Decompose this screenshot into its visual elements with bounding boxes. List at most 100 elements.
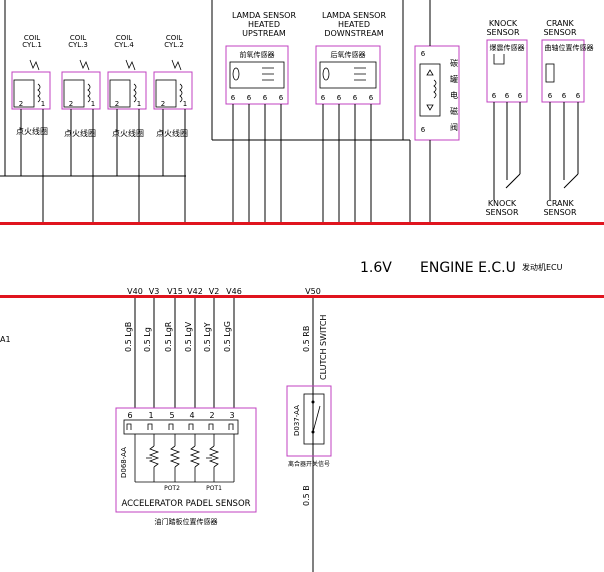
spark-icon <box>171 59 182 71</box>
coil-frame <box>61 71 101 110</box>
lambda-sensor-downstream: LAMDA SENSOR HEATED DOWNSTREAM 后氧传感器 6 6… <box>315 11 387 105</box>
coil-frame <box>11 71 51 110</box>
aps-cn: 油门踏板位置传感器 <box>155 517 218 526</box>
aps-pin: 2 <box>209 411 214 420</box>
coil-pin-right: 1 <box>91 100 95 108</box>
switch-contact-icon <box>311 400 315 404</box>
ecu-pin: V42 <box>187 287 203 296</box>
ecu-variant: 1.6V <box>360 260 392 276</box>
aps-pot-left: POT2 <box>164 485 180 492</box>
lambda-up-pin: 6 <box>231 94 236 102</box>
lambda-up-l1: LAMDA SENSOR <box>232 11 297 20</box>
aps-pin: 5 <box>169 411 174 420</box>
knock-wiring <box>493 102 521 200</box>
left-stub-label: A1 <box>0 335 11 344</box>
aps-name: ACCELERATOR PADEL SENSOR <box>121 499 250 509</box>
knock-pin: 6 <box>505 92 510 100</box>
wire-label: 0.5 LgB <box>124 322 133 352</box>
coil-pin-right: 1 <box>183 100 187 108</box>
magnetic-pickup-icon <box>545 63 555 83</box>
aps-pin: 4 <box>189 411 194 420</box>
lambda-down-pin: 6 <box>337 94 342 102</box>
crank-pin: 6 <box>548 92 553 100</box>
lambda-down-body <box>319 61 377 89</box>
clutch-cn: 离合器开关信号 <box>288 460 330 468</box>
canister-solenoid: 碳罐电磁阀 6 6 <box>414 45 460 141</box>
crank-sensor: CRANK SENSOR 曲轴位置传感器 6 6 6 CRANK SENSOR <box>541 19 594 217</box>
ecu-pin-labels: V40 V3 V15 V42 V2 V46 V50 <box>127 287 321 296</box>
wire-label: 0.5 Lg <box>143 327 152 352</box>
knock-l1: KNOCK <box>489 19 518 28</box>
lambda-sensor-upstream: LAMDA SENSOR HEATED UPSTREAM 前氧传感器 6 6 6… <box>225 11 297 105</box>
lambda-up-l3: UPSTREAM <box>242 29 286 38</box>
coil-pin-right: 1 <box>41 100 45 108</box>
coil-label-l1: COIL <box>166 34 182 42</box>
knock-l2: SENSOR <box>486 28 519 37</box>
crank-wiring <box>549 102 579 200</box>
crank-frame <box>541 39 585 103</box>
coil-frame <box>107 71 147 110</box>
coil-primary-box <box>13 79 35 108</box>
potentiometer-icons <box>134 434 235 483</box>
canister-cn: 碳罐电磁阀 <box>450 58 458 132</box>
ecu-top-bus <box>0 222 604 225</box>
lambda-up-pin: 6 <box>247 94 252 102</box>
knock-bottom-l2: SENSOR <box>485 208 518 217</box>
aps-frame <box>115 407 257 513</box>
clutch-switch: D037-AA 离合器开关信号 <box>286 385 332 468</box>
coil-label-l2: CYL.2 <box>164 41 184 49</box>
coil-cn-label: 点火线圈 <box>112 128 144 138</box>
wire-label: 0.5 LgY <box>203 322 212 352</box>
coil-pin-left: 2 <box>19 100 23 108</box>
coil-label-l2: CYL.1 <box>22 41 42 49</box>
knock-pin: 6 <box>518 92 523 100</box>
crank-bottom-l2: SENSOR <box>543 208 576 217</box>
wire-gauge-labels: 0.5 LgB 0.5 Lg 0.5 LgR 0.5 LgV 0.5 LgY 0… <box>124 315 328 380</box>
crank-pin: 6 <box>576 92 581 100</box>
lambda-down-l1: LAMDA SENSOR <box>322 11 387 20</box>
ground-wire-label: 0.5 B <box>302 485 311 506</box>
lambda-down-l2: HEATED <box>338 20 370 29</box>
lambda-down-pin: 6 <box>321 94 326 102</box>
wire-label: 0.5 RB <box>302 326 311 352</box>
aps-pin: 3 <box>229 411 234 420</box>
coil-primary-box <box>155 79 177 108</box>
coil-cyl2: COIL CYL.2 2 1 点火线圈 <box>153 34 193 138</box>
coil-label-l1: COIL <box>24 34 40 42</box>
canister-pin: 6 <box>421 126 426 134</box>
heater-icon <box>262 67 274 81</box>
coil-primary-box <box>109 79 131 108</box>
coil-primary-box <box>63 79 85 108</box>
knock-pin: 6 <box>492 92 497 100</box>
ecu-pin: V40 <box>127 287 143 296</box>
crank-pin: 6 <box>562 92 567 100</box>
coil-frame <box>153 71 193 110</box>
coil-cyl4: COIL CYL.4 2 1 点火线圈 <box>107 34 147 138</box>
coil-label-l2: CYL.4 <box>114 41 134 49</box>
lambda-up-pin: 6 <box>263 94 268 102</box>
heater-icon <box>354 67 366 81</box>
lambda-up-l2: HEATED <box>248 20 280 29</box>
spark-icon <box>79 59 90 71</box>
aps-pot-right: POT1 <box>206 485 222 492</box>
knock-bottom-l1: KNOCK <box>488 199 517 208</box>
coil-winding-icon <box>37 83 41 103</box>
aps-pin: 1 <box>148 411 153 420</box>
ecu-pin: V50 <box>305 287 321 296</box>
canister-body <box>419 63 441 117</box>
coil-cn-label: 点火线圈 <box>64 128 96 138</box>
ecu-pin: V46 <box>226 287 242 296</box>
lambda-down-cn: 后氧传感器 <box>331 50 366 59</box>
coil-pin-left: 2 <box>69 100 73 108</box>
coil-wiring <box>0 0 186 222</box>
lambda-down-l3: DOWNSTREAM <box>324 29 383 38</box>
switch-lever-icon <box>312 405 321 433</box>
lambda-down-pin: 6 <box>369 94 374 102</box>
ecu-bottom-bus <box>0 295 604 298</box>
spark-icon <box>125 59 136 71</box>
coil-winding-icon <box>133 83 137 103</box>
sensor-element-icon <box>232 67 240 81</box>
wire-label: 0.5 LgV <box>184 321 193 352</box>
piezo-icon <box>493 54 505 65</box>
